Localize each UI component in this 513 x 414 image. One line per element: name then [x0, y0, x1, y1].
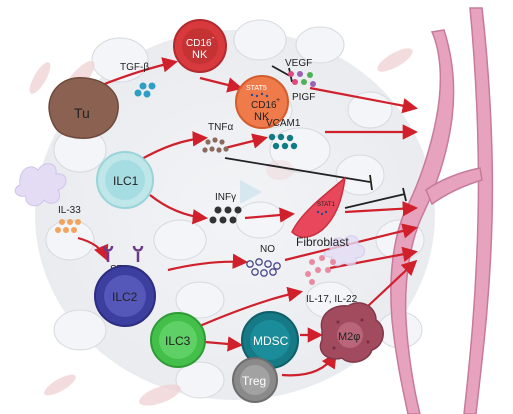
label-il33: IL-33 — [58, 205, 81, 216]
inf-dots — [209, 206, 242, 224]
macrophage-icon: M2φ — [319, 302, 384, 363]
nk-cell-cd16pos: STAT5 CD16 + NK — [235, 75, 289, 129]
arrow-tnf-to-vcam — [224, 133, 268, 150]
label-nk-top: NK — [192, 49, 208, 61]
tgf-dots — [134, 82, 156, 98]
il17-dots — [305, 255, 336, 285]
il33-dots — [55, 219, 81, 233]
inhibition-lines — [224, 65, 407, 209]
label-no: NO — [260, 244, 275, 255]
label-vegf: VEGF — [285, 58, 312, 69]
arrow-ilc1-to-inf — [149, 194, 209, 225]
blood-vessel-icon — [390, 7, 494, 414]
faint-triangle — [240, 180, 262, 204]
fibroblast-icon: STAT1 Fibroblast — [291, 176, 349, 249]
label-inf-gamma: INFγ — [215, 192, 236, 203]
arrow-il17-to-vessel — [329, 246, 419, 270]
label-ilc1: ILC1 — [113, 174, 139, 188]
ilc-cell-icon-ilc1: ILC1 — [96, 151, 154, 209]
label-stat5: STAT5 — [246, 85, 267, 92]
ilc-cell-icon-ilc2: ILC2 — [94, 265, 156, 327]
ilc-cell-icon-ilc3: ILC3 — [150, 312, 206, 368]
label-cd16-neg: CD16 — [186, 38, 212, 49]
arrows — [77, 57, 419, 377]
nk-cell-icon: CD16 - NK — [173, 19, 227, 73]
label-tnf-alpha: TNFα — [208, 122, 233, 133]
label-ilc2: ILC2 — [112, 290, 138, 304]
label-ilc3: ILC3 — [165, 334, 191, 348]
label-m2: M2φ — [338, 331, 360, 343]
treg-cell-icon: Treg — [232, 357, 278, 403]
label-cd16-pos: CD16 — [251, 100, 277, 111]
label-vcam1: VCAM1 — [266, 118, 301, 129]
arrow-inf-to-fibroblast — [244, 207, 296, 223]
tnf-dots — [202, 137, 229, 153]
arrow-ilc3-to-il17 — [194, 286, 304, 330]
arrow-ilc2-to-no — [167, 253, 249, 272]
arrow-nk-to-cd16nk — [199, 76, 243, 93]
no-dots — [246, 258, 281, 277]
label-pigf: PIGF — [292, 92, 315, 103]
mdsc-cell-icon: MDSC — [241, 311, 299, 369]
arrow-tu-to-nk — [101, 57, 179, 87]
label-stat1: STAT1 — [317, 202, 335, 208]
label-cd16-pos-sup: + — [276, 97, 280, 104]
tumor-cell-icon: Tu — [48, 77, 119, 139]
arrow-m2-to-vessel — [367, 259, 418, 307]
vcam-dots — [268, 133, 298, 150]
label-treg: Treg — [242, 374, 266, 388]
arrow-ilc1-to-tnf — [139, 131, 209, 161]
label-nk-bottom: NK — [254, 111, 270, 123]
arrow-ilc3-to-mdsc — [204, 336, 244, 352]
label-fibroblast: Fibroblast — [296, 235, 349, 249]
arrow-pigf-to-vessel — [309, 86, 419, 114]
vegf-dots — [288, 71, 316, 87]
label-tgf-beta: TGF-β — [120, 62, 149, 73]
arrow-fibroblast-to-vessel — [344, 201, 419, 217]
label-cd16-neg-sup: - — [212, 35, 215, 42]
arrow-il33-to-st2 — [77, 236, 109, 261]
label-mdsc: MDSC — [253, 334, 289, 348]
receptor-icon — [102, 245, 144, 262]
dendritic-cell-icon — [14, 163, 365, 267]
label-tu: Tu — [74, 105, 90, 121]
label-il17-il22: IL-17, IL-22 — [306, 294, 358, 305]
